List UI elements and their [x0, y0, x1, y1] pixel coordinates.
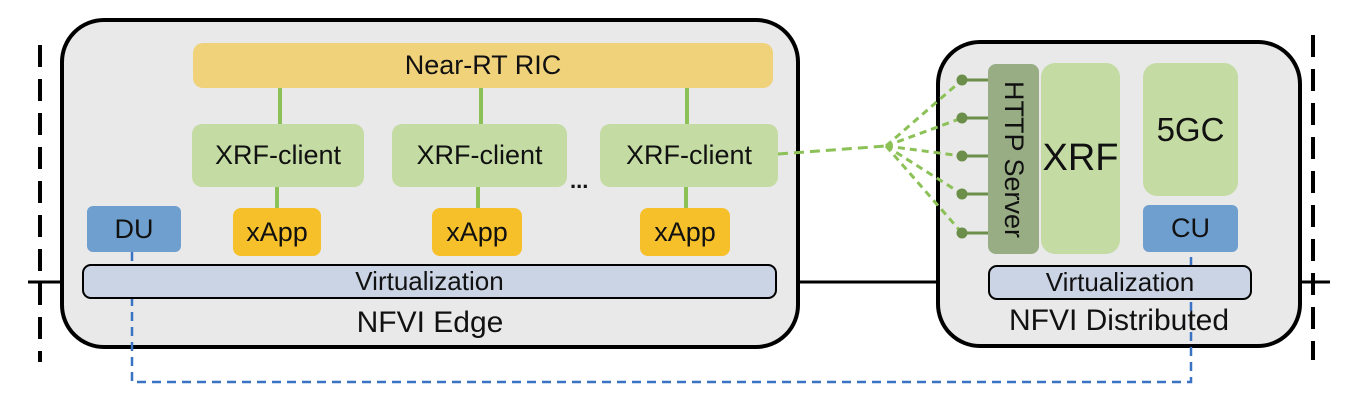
xrf-client-box-1: XRF-client	[192, 124, 364, 187]
http-server-ports	[956, 74, 990, 239]
xapp-box-3: xApp	[640, 208, 730, 256]
http-server-label: HTTP Server	[999, 80, 1029, 238]
cu-box: CU	[1143, 205, 1238, 252]
xrf-client-box-2: XRF-client	[392, 124, 567, 187]
distributed-virtualization-bar: Virtualization	[988, 265, 1252, 300]
xapp-box-1: xApp	[233, 208, 321, 256]
xrf-client-box-3: XRF-client	[600, 124, 778, 187]
du-cu-link	[130, 252, 1193, 384]
du-box: DU	[87, 206, 181, 252]
xapp-box-2: xApp	[432, 208, 522, 256]
5gc-box: 5GC	[1143, 63, 1238, 196]
nfvi-distributed-title: NFVI Distributed	[1008, 304, 1230, 337]
nfvi-edge-title: NFVI Edge	[356, 306, 504, 339]
ellipsis: ...	[570, 168, 589, 193]
near-rt-ric-box: Near-RT RIC	[193, 43, 773, 88]
xrf-box: XRF	[1041, 63, 1120, 254]
xrf-client-to-hub-link	[777, 144, 887, 156]
edge-virtualization-bar: Virtualization	[82, 264, 777, 299]
hub-fanout-links	[884, 78, 964, 234]
http-server-box: HTTP Server	[988, 64, 1039, 254]
